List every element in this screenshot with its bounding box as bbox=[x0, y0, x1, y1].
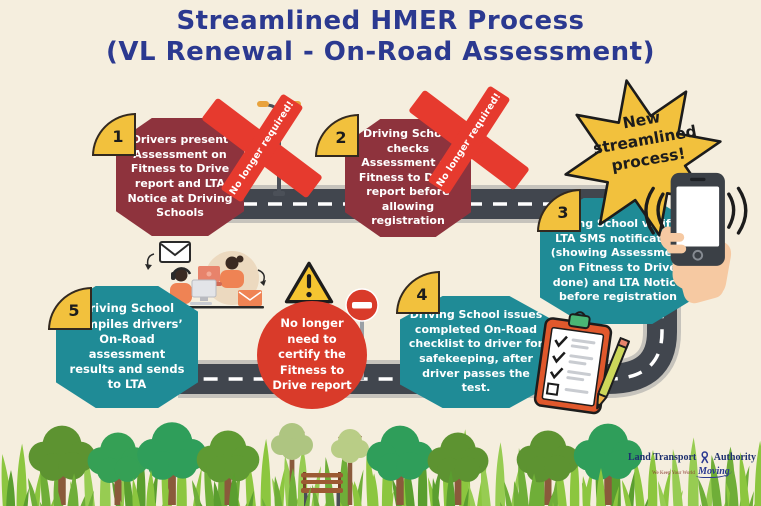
lta-logo: Land Transport Authority We Keep Your Wo… bbox=[628, 450, 756, 478]
mail-icon bbox=[159, 241, 191, 263]
step-5-box: Driving School compiles drivers’ On-Road… bbox=[56, 286, 198, 408]
step-1-box: Drivers present Assessment on Fitness to… bbox=[116, 118, 244, 236]
park-tree-icon bbox=[271, 423, 313, 505]
warning-triangle-icon bbox=[284, 261, 334, 304]
pencil-icon bbox=[596, 336, 630, 410]
vegetation bbox=[0, 422, 761, 506]
step-3-text: Driving School verifies LTA SMS notifica… bbox=[548, 217, 688, 304]
cross-out-step-2: No longer required! bbox=[408, 84, 530, 196]
logo-tagline-script: Moving bbox=[696, 466, 732, 478]
logo-name-right: Authority bbox=[713, 452, 756, 463]
no-entry-sign-icon bbox=[345, 288, 379, 380]
logo-tagline: We Keep Your World Moving bbox=[652, 466, 732, 478]
step-1-text: Drivers present Assessment on Fitness to… bbox=[127, 133, 233, 220]
step-2-text: Driving School checks Assessment on Fitn… bbox=[358, 127, 458, 228]
star-burst bbox=[564, 79, 722, 237]
logo-name-left: Land Transport bbox=[628, 452, 697, 463]
phone-vibrating-icon bbox=[644, 172, 748, 304]
mail-icon bbox=[238, 290, 262, 306]
clipboard-checklist-icon bbox=[533, 311, 630, 415]
step-3-number-badge: 3 bbox=[537, 189, 581, 232]
park-tree-icon bbox=[331, 429, 369, 505]
step-5-text: Driving School compiles drivers’ On-Road… bbox=[69, 301, 185, 392]
title-line-1: Streamlined HMER Process bbox=[176, 6, 585, 36]
lta-ribbon-icon bbox=[701, 451, 709, 464]
cross-out-step-1: No longer required! bbox=[201, 92, 323, 204]
step-4-box: Driving School issues completed On-Road … bbox=[400, 296, 552, 408]
step-4-text: Driving School issues completed On-Road … bbox=[408, 308, 544, 395]
office-workers-illustration bbox=[145, 241, 266, 309]
trees bbox=[28, 422, 643, 505]
title-line-2: (VL Renewal - On-Road Assessment) bbox=[106, 37, 655, 67]
park-bench-icon bbox=[301, 472, 343, 506]
page-title: Streamlined HMER Process (VL Renewal - O… bbox=[0, 6, 761, 68]
notice-text: No longer need to certify the Fitness to… bbox=[272, 316, 352, 393]
notice-circle: No longer need to certify the Fitness to… bbox=[257, 301, 367, 409]
